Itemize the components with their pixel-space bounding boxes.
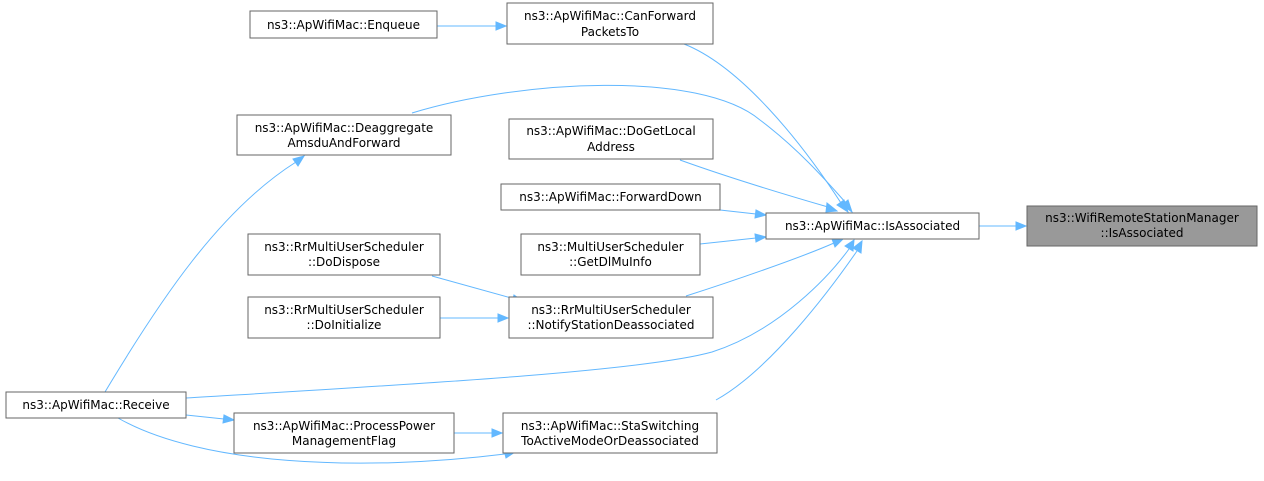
edge-arrow: [844, 239, 855, 252]
node-notify-station-deassociated[interactable]: ns3::RrMultiUserScheduler ::NotifyStatio…: [508, 296, 714, 339]
node-box: [506, 2, 714, 45]
edge-do-dispose-to-notify: [431, 275, 516, 300]
node-process-power-management-flag[interactable]: ns3::ApWifiMac::ProcessPower ManagementF…: [233, 412, 455, 454]
node-forward-down[interactable]: ns3::ApWifiMac::ForwardDown: [500, 183, 721, 211]
node-box: [247, 296, 441, 339]
node-box: [1026, 205, 1258, 247]
node-receive[interactable]: ns3::ApWifiMac::Receive: [5, 391, 187, 419]
edge-arrow: [831, 238, 845, 248]
node-label: ns3::ApWifiMac::CanForward: [524, 9, 696, 23]
node-rr-do-initialize[interactable]: ns3::RrMultiUserScheduler ::DoInitialize: [247, 296, 441, 339]
node-label: ns3::ApWifiMac::IsAssociated: [785, 219, 960, 233]
edge-arrow: [754, 209, 768, 219]
edge-arrow: [491, 428, 504, 438]
node-box: [508, 296, 714, 339]
edge-deaggregate-to-is-associated: [411, 84, 847, 204]
node-label: ::GetDlMuInfo: [569, 255, 652, 269]
edge-arrow: [852, 239, 863, 254]
node-label: ns3::MultiUserScheduler: [537, 240, 683, 254]
node-label: ManagementFlag: [292, 434, 396, 448]
edge-receive-to-is-associated: [185, 248, 850, 399]
node-can-forward-packets-to[interactable]: ns3::ApWifiMac::CanForward PacketsTo: [506, 2, 714, 45]
node-box: [520, 233, 701, 276]
node-label: ns3::RrMultiUserScheduler: [264, 240, 424, 254]
nodes: ns3::ApWifiMac::Enqueue ns3::ApWifiMac::…: [5, 2, 1258, 454]
node-label: ToActiveModeOrDeassociated: [520, 434, 699, 448]
node-box: [247, 233, 441, 276]
node-box: [233, 412, 455, 454]
edge-arrow: [222, 414, 236, 424]
node-label: ::NotifyStationDeassociated: [527, 318, 694, 332]
edge-arrow: [754, 233, 768, 243]
node-box: [249, 10, 438, 39]
node-wifi-remote-station-manager-is-associated[interactable]: ns3::WifiRemoteStationManager ::IsAssoci…: [1026, 205, 1258, 247]
edge-do-get-local-to-is-associated: [679, 159, 829, 208]
edge-arrow: [292, 155, 306, 167]
edge-forward-down-to-is-associated: [719, 209, 757, 215]
node-label: ns3::ApWifiMac::ForwardDown: [519, 190, 702, 204]
node-get-dl-mu-info[interactable]: ns3::MultiUserScheduler ::GetDlMuInfo: [520, 233, 701, 276]
node-label: AmsduAndForward: [287, 136, 400, 150]
node-label: ns3::ApWifiMac::Enqueue: [267, 18, 420, 32]
edge-arrow: [841, 199, 853, 214]
node-sta-switching-to-active-mode[interactable]: ns3::ApWifiMac::StaSwitching ToActiveMod…: [502, 412, 718, 454]
node-label: ns3::ApWifiMac::StaSwitching: [521, 419, 699, 433]
edge-arrow: [495, 21, 508, 31]
node-label: ::IsAssociated: [1101, 226, 1184, 240]
node-label: ns3::ApWifiMac::Receive: [22, 398, 169, 412]
edges: [104, 21, 1028, 464]
edge-receive-to-process-power: [185, 414, 225, 420]
node-label: ns3::ApWifiMac::Deaggregate: [255, 121, 434, 135]
node-label: ns3::WifiRemoteStationManager: [1045, 211, 1239, 225]
edge-receive-to-sta-switching: [117, 417, 506, 464]
node-label: ns3::ApWifiMac::DoGetLocal: [526, 124, 695, 138]
node-box: [508, 118, 714, 160]
node-box: [765, 212, 980, 240]
node-label: Address: [587, 140, 635, 154]
edge-arrow: [825, 202, 839, 213]
edge-receive-to-deaggregate: [104, 161, 297, 393]
node-label: ns3::RrMultiUserScheduler: [531, 303, 691, 317]
node-box: [500, 183, 721, 211]
node-enqueue[interactable]: ns3::ApWifiMac::Enqueue: [249, 10, 438, 39]
edge-arrow: [497, 313, 510, 323]
node-label: ns3::ApWifiMac::ProcessPower: [253, 419, 435, 433]
node-do-get-local-address[interactable]: ns3::ApWifiMac::DoGetLocal Address: [508, 118, 714, 160]
edge-sta-switching-to-is-associated: [715, 250, 858, 401]
node-deaggregate-amsdu-and-forward[interactable]: ns3::ApWifiMac::Deaggregate AmsduAndForw…: [236, 114, 452, 156]
node-is-associated[interactable]: ns3::ApWifiMac::IsAssociated: [765, 212, 980, 240]
node-label: ::DoDispose: [308, 255, 380, 269]
node-label: PacketsTo: [581, 25, 639, 39]
node-rr-do-dispose[interactable]: ns3::RrMultiUserScheduler ::DoDispose: [247, 233, 441, 276]
node-box: [236, 114, 452, 156]
node-box: [5, 391, 187, 419]
node-label: ns3::RrMultiUserScheduler: [264, 303, 424, 317]
edge-notify-to-is-associated: [685, 242, 835, 297]
node-box: [502, 412, 718, 454]
node-label: ::DoInitialize: [307, 318, 382, 332]
edge-get-dl-mu-info-to-is-associated: [699, 237, 757, 245]
edge-arrow: [1015, 221, 1028, 231]
